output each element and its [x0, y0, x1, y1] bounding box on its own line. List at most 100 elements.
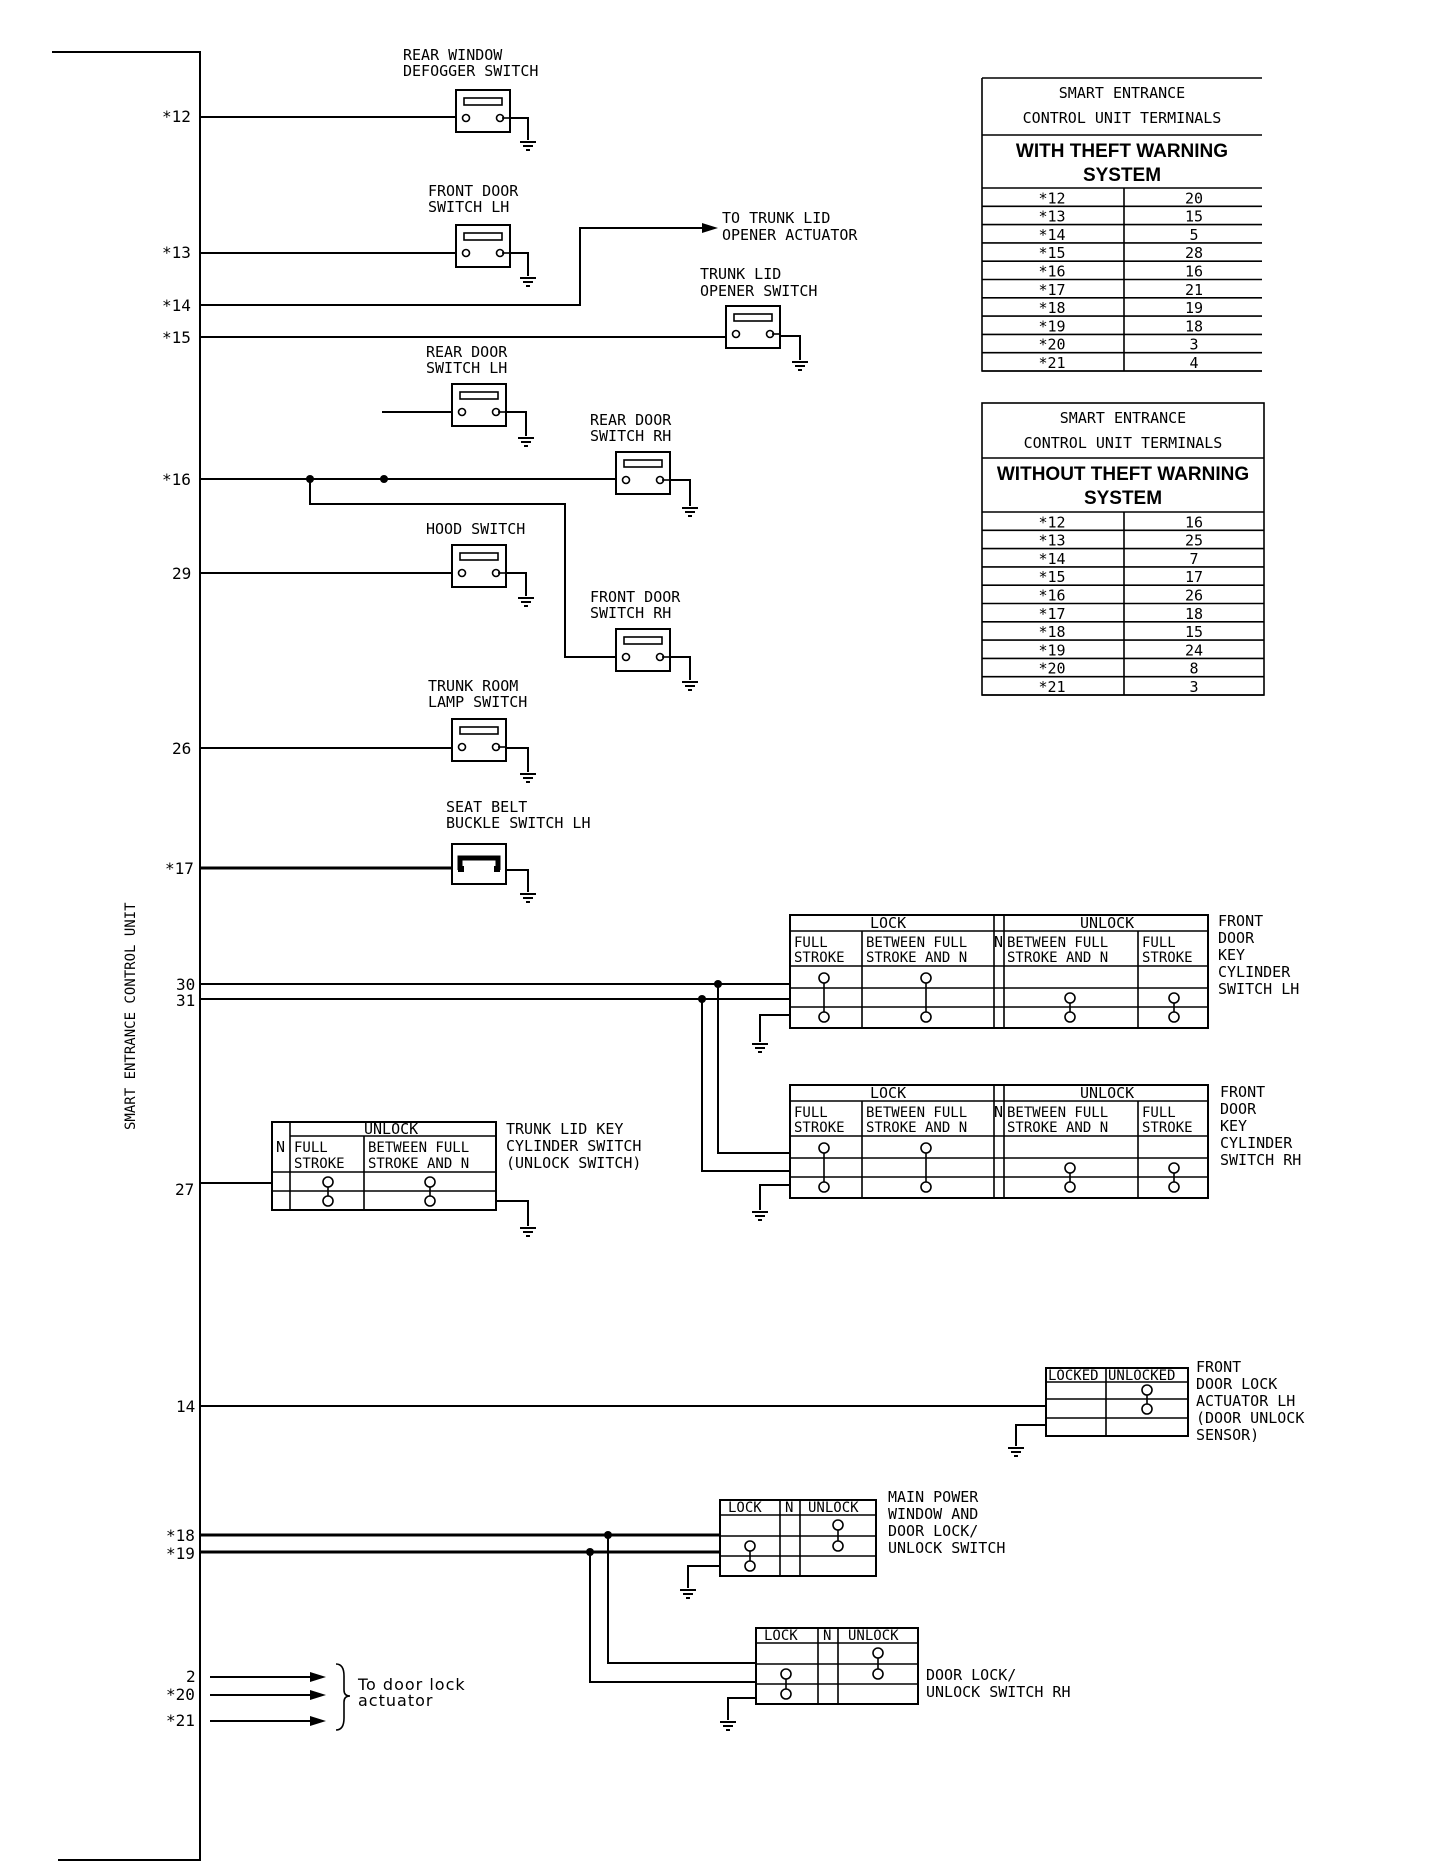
table-cell-terminal-code: *19: [1038, 641, 1065, 659]
key-cyl-lh-between-3: BETWEEN FULL: [1007, 935, 1108, 951]
terminal-14-star: *14: [162, 296, 191, 315]
control-unit-label: SMART ENTRANCE CONTROL UNIT: [123, 902, 139, 1130]
trunk-lid-opener-actuator-wire: TO TRUNK LID OPENER ACTUATOR: [200, 209, 858, 306]
rear-window-defogger-label-1: REAR WINDOW: [403, 46, 503, 64]
table-cell-terminal-number: 19: [1185, 299, 1203, 317]
trunk-room-lamp-switch-label-2: LAMP SWITCH: [428, 693, 527, 711]
key-cyl-rh-full-3: FULL: [1142, 1105, 1176, 1121]
door-lock-actuator-note-1: To door lock: [357, 1675, 466, 1694]
terminal-15: *15: [162, 328, 191, 347]
table-cell-terminal-code: *12: [1038, 189, 1065, 207]
trunk-lid-opener-switch-label-1: TRUNK LID: [700, 265, 781, 283]
key-cyl-lh-lock: LOCK: [870, 914, 906, 932]
terminal-14: 14: [176, 1397, 195, 1416]
terminal-27: 27: [175, 1180, 194, 1199]
table-cell-terminal-number: 3: [1189, 678, 1198, 696]
trunk-key-n: N: [276, 1138, 285, 1156]
table-cell-terminal-code: *18: [1038, 299, 1065, 317]
table-cell-terminal-code: *16: [1038, 263, 1065, 281]
key-cyl-rh-unlock: UNLOCK: [1080, 1084, 1134, 1102]
terminal-20: *20: [166, 1685, 195, 1704]
key-cyl-lh-label-4: CYLINDER: [1218, 963, 1291, 981]
terminal-13: *13: [162, 243, 191, 262]
terminal-31: 31: [176, 991, 195, 1010]
table-cell-terminal-number: 16: [1185, 513, 1203, 531]
table-cell-terminal-number: 4: [1189, 354, 1198, 372]
trunk-lid-key-cyl-label-3: (UNLOCK SWITCH): [506, 1154, 641, 1172]
table-cell-terminal-code: *15: [1038, 244, 1065, 262]
seat-belt-buckle-switch: SEAT BELT BUCKLE SWITCH LH: [200, 798, 591, 903]
rear-door-switch-rh: REAR DOOR SWITCH RH: [590, 411, 699, 517]
front-door-lock-actuator-wiring: [200, 1405, 1050, 1457]
key-cyl-rh-full-2: STROKE: [794, 1120, 845, 1136]
table-cell-terminal-code: *17: [1038, 281, 1065, 299]
table-cell-terminal-number: 18: [1185, 605, 1203, 623]
trunk-key-full-2: STROKE: [294, 1156, 345, 1172]
terminal-17: *17: [165, 859, 194, 878]
rh-switch-lock: LOCK: [764, 1628, 798, 1644]
terminal-26: 26: [172, 739, 191, 758]
terminal-29: 29: [172, 564, 191, 583]
rear-door-switch-lh: REAR DOOR SWITCH LH: [382, 343, 535, 447]
door-switch-16-wiring: [200, 475, 620, 658]
trunk-key-unlock: UNLOCK: [364, 1120, 418, 1138]
table-cell-terminal-code: *21: [1038, 678, 1065, 696]
table-cell-terminal-number: 18: [1185, 317, 1203, 335]
trunk-lid-opener-actuator-label-1: TO TRUNK LID: [722, 209, 830, 227]
seat-belt-buckle-label-1: SEAT BELT: [446, 798, 527, 816]
table-cell-terminal-number: 24: [1185, 641, 1203, 659]
key-cyl-rh-label-4: CYLINDER: [1220, 1134, 1293, 1152]
rh-switch-unlock: UNLOCK: [848, 1628, 899, 1644]
key-cyl-lh-full-2: STROKE: [794, 950, 845, 966]
trunk-lid-opener-actuator-label-2: OPENER ACTUATOR: [722, 226, 858, 244]
trunk-lid-key-cyl-label-1: TRUNK LID KEY: [506, 1120, 623, 1138]
door-lock-actuator-arrows: To door lock actuator: [210, 1663, 466, 1731]
door-lock-unlock-switch-rh-label: DOOR LOCK/ UNLOCK SWITCH RH: [926, 1666, 1071, 1701]
terminal-21: *21: [166, 1711, 195, 1730]
door-lock-actuator-note-2: actuator: [358, 1691, 433, 1710]
actuator-label-5: SENSOR): [1196, 1426, 1259, 1444]
main-power-window-switch-label: MAIN POWER WINDOW AND DOOR LOCK/ UNLOCK …: [888, 1488, 1005, 1557]
trunk-lid-opener-switch: TRUNK LID OPENER SWITCH: [200, 265, 817, 371]
actuator-label-2: DOOR LOCK: [1196, 1375, 1277, 1393]
front-door-switch-rh-label-1: FRONT DOOR: [590, 588, 681, 606]
key-cyl-lh-between-4: STROKE AND N: [1007, 950, 1108, 966]
with-theft-title-1: SMART ENTRANCE: [1059, 84, 1185, 102]
key-cyl-lh-label-2: DOOR: [1218, 929, 1255, 947]
key-cyl-rh-between-4: STROKE AND N: [1007, 1120, 1108, 1136]
table-cell-terminal-number: 15: [1185, 623, 1203, 641]
key-cyl-rh-label-3: KEY: [1220, 1117, 1247, 1135]
table-cell-terminal-code: *19: [1038, 317, 1065, 335]
trunk-room-lamp-switch-label-1: TRUNK ROOM: [428, 677, 518, 695]
without-theft-subtitle-2: SYSTEM: [1084, 488, 1162, 509]
key-cyl-lh-label-1: FRONT: [1218, 912, 1263, 930]
table-cell-terminal-code: *13: [1038, 208, 1065, 226]
door-lock-switch-wiring: [200, 1531, 760, 1731]
rear-door-switch-lh-label-2: SWITCH LH: [426, 359, 507, 377]
table-cell-terminal-code: *18: [1038, 623, 1065, 641]
table-cell-terminal-code: *12: [1038, 513, 1065, 531]
rh-switch-label-2: UNLOCK SWITCH RH: [926, 1683, 1071, 1701]
table-cell-terminal-number: 8: [1189, 660, 1198, 678]
key-cylinder-wiring: [200, 980, 792, 1221]
table-cell-terminal-number: 3: [1189, 336, 1198, 354]
rear-window-defogger-label-2: DEFOGGER SWITCH: [403, 62, 538, 80]
key-cyl-rh-between-3: BETWEEN FULL: [1007, 1105, 1108, 1121]
door-lock-unlock-switch-rh-table: LOCK N UNLOCK: [755, 1627, 919, 1705]
front-door-switch-rh: FRONT DOOR SWITCH RH: [590, 588, 699, 691]
front-door-key-cylinder-rh: LOCK UNLOCK N FULL STROKE BETWEEN FULL S…: [789, 1084, 1209, 1199]
key-cyl-rh-n: N: [994, 1103, 1003, 1121]
actuator-label-3: ACTUATOR LH: [1196, 1392, 1295, 1410]
without-theft-title-1: SMART ENTRANCE: [1060, 409, 1186, 427]
terminal-table-with-theft: SMART ENTRANCE CONTROL UNIT TERMINALS WI…: [981, 77, 1262, 372]
main-switch-label-3: DOOR LOCK/: [888, 1522, 978, 1540]
table-cell-terminal-code: *14: [1038, 550, 1065, 568]
table-cell-terminal-code: *16: [1038, 587, 1065, 605]
terminal-19: *19: [166, 1544, 195, 1563]
rear-door-switch-rh-label-2: SWITCH RH: [590, 427, 671, 445]
table-cell-terminal-code: *14: [1038, 226, 1065, 244]
with-theft-title-2: CONTROL UNIT TERMINALS: [1023, 109, 1222, 127]
table-cell-terminal-number: 21: [1185, 281, 1203, 299]
main-switch-unlock: UNLOCK: [808, 1500, 859, 1516]
